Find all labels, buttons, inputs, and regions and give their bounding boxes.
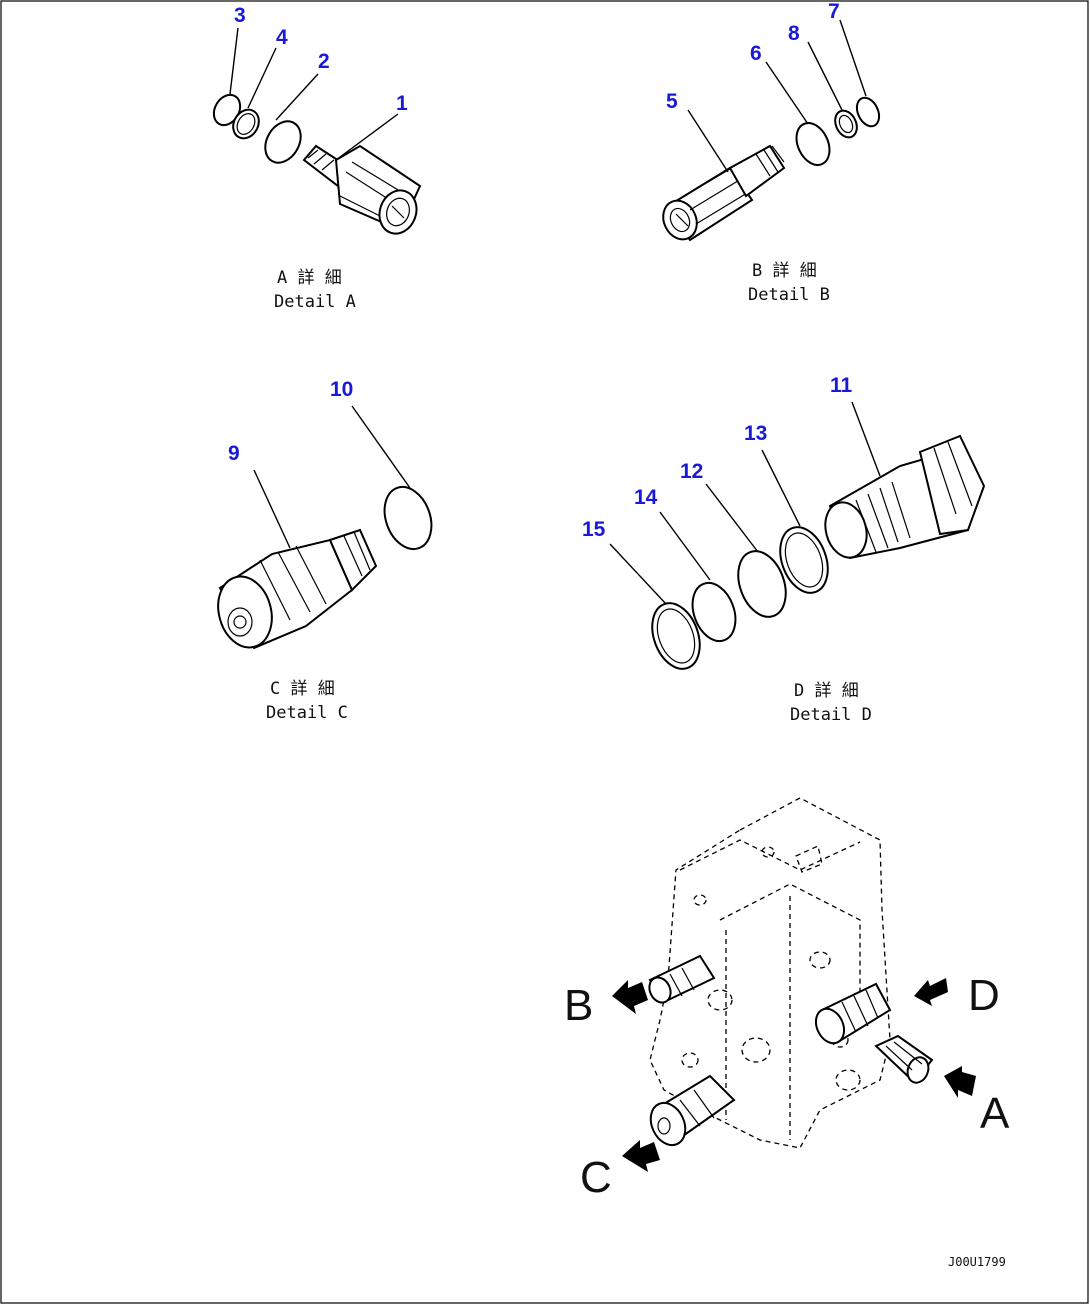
- detail-d-en-caption: Detail D: [790, 705, 872, 725]
- leader-5: [687, 109, 729, 173]
- callout-6: 6: [750, 42, 762, 65]
- callout-11: 11: [830, 374, 853, 397]
- leader-13: [761, 449, 801, 527]
- backup-ring-13-inner: [784, 532, 824, 588]
- view-letter-d: D: [968, 971, 1000, 1020]
- detail-c-en-caption: Detail C: [266, 703, 348, 723]
- callout-5: 5: [666, 90, 678, 113]
- control-valve-body: [649, 797, 891, 1149]
- o-ring-7: [855, 96, 881, 128]
- callout-15: 15: [582, 518, 606, 541]
- view-arrow-b: [612, 980, 648, 1014]
- detail-a-en-caption: Detail A: [274, 292, 356, 312]
- callout-4: 4: [276, 26, 288, 49]
- backup-ring-15-inner: [656, 608, 696, 664]
- detail-d-group: 11 13 12 14 15 D 詳 細 Detail D: [582, 374, 986, 725]
- leader-2: [275, 73, 319, 121]
- detail-c-jp-caption: C 詳 細: [270, 679, 335, 699]
- o-ring-6: [795, 122, 831, 166]
- leader-15: [609, 543, 667, 605]
- view-letter-b: B: [564, 981, 593, 1030]
- leader-3: [229, 27, 239, 95]
- detail-a-group: 2 1 3 4 A 詳 細 Detail A: [212, 4, 422, 312]
- leader-12: [705, 483, 759, 553]
- callout-8: 8: [788, 22, 800, 45]
- detail-b-jp-caption: B 詳 細: [752, 261, 817, 281]
- o-ring-2: [264, 120, 302, 164]
- leader-10: [351, 405, 411, 489]
- detail-b-en-caption: Detail B: [748, 285, 830, 305]
- o-ring-12: [737, 550, 787, 618]
- leader-7: [839, 19, 867, 97]
- callout-14: 14: [634, 486, 658, 509]
- valve-part-1: [302, 144, 422, 235]
- detail-b-group: 5 6 8 7 B 詳 細 Detail B: [662, 0, 881, 305]
- view-arrow-a: [944, 1066, 976, 1098]
- callout-13: 13: [744, 422, 767, 445]
- callout-2: 2: [318, 50, 330, 73]
- valve-part-9: [217, 528, 378, 650]
- callout-7: 7: [828, 0, 840, 23]
- leader-6: [765, 61, 809, 125]
- view-letter-a: A: [980, 1089, 1010, 1138]
- callout-12: 12: [680, 460, 703, 483]
- leader-8: [807, 41, 843, 111]
- view-letter-c: C: [580, 1153, 612, 1202]
- valve-part-11: [824, 434, 986, 560]
- leader-1: [335, 113, 399, 161]
- installed-valve-b: [648, 954, 716, 1004]
- leader-4: [247, 47, 277, 109]
- callout-1: 1: [396, 92, 408, 115]
- callout-9: 9: [228, 442, 240, 465]
- o-ring-14: [691, 581, 737, 643]
- leader-11: [851, 401, 881, 477]
- backup-ring-4: [232, 108, 260, 140]
- valve-part-5: [662, 144, 786, 242]
- installed-valve-a: [874, 1034, 934, 1084]
- installed-valve-d: [814, 982, 892, 1045]
- backup-ring-15: [651, 602, 701, 670]
- o-ring-10: [383, 486, 433, 550]
- callout-10: 10: [330, 378, 353, 401]
- detail-c-group: 9 10 C 詳 細 Detail C: [217, 378, 433, 723]
- detail-d-jp-caption: D 詳 細: [794, 681, 859, 701]
- backup-ring-4-inner: [236, 113, 256, 135]
- leader-9: [253, 469, 291, 549]
- backup-ring-13: [779, 526, 829, 594]
- view-arrow-c: [622, 1140, 660, 1172]
- backup-ring-8-inner: [838, 114, 854, 134]
- view-arrow-d: [914, 978, 948, 1006]
- installed-valve-c: [649, 1074, 736, 1147]
- leader-14: [659, 511, 711, 581]
- callout-3: 3: [234, 4, 246, 27]
- detail-a-jp-caption: A 詳 細: [277, 268, 342, 288]
- drawing-code: J00U1799: [948, 1255, 1006, 1269]
